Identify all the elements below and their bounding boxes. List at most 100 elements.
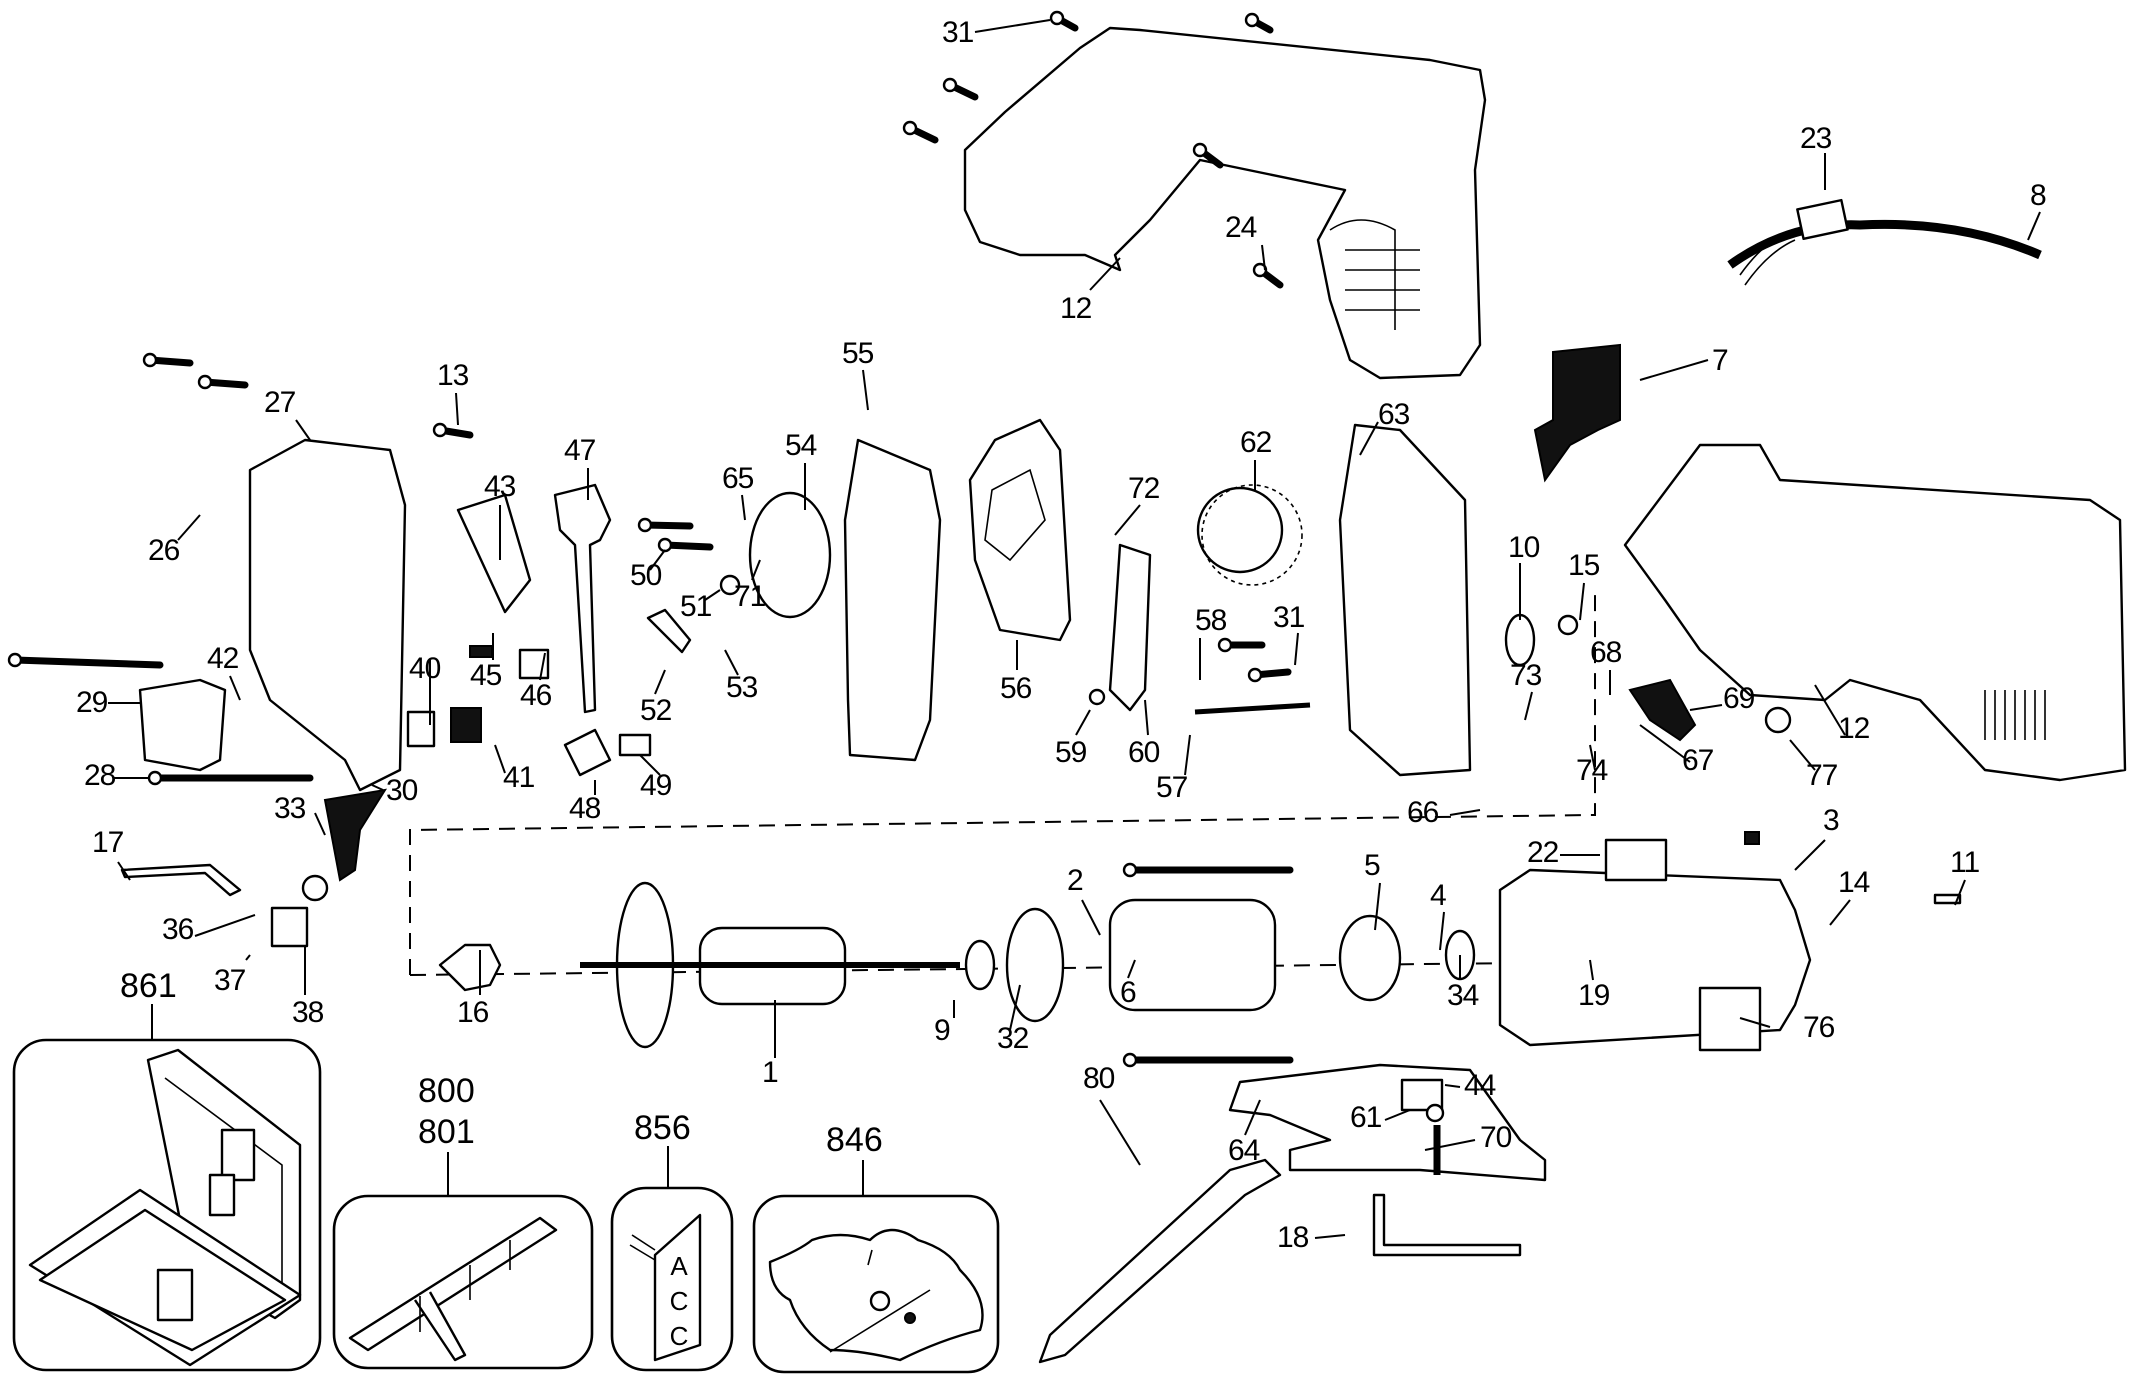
allen-key-18 <box>1372 1193 1522 1257</box>
part-label-70: 70 <box>1480 1121 1512 1154</box>
leader-line-59 <box>1075 709 1091 736</box>
pivot-69 <box>1628 678 1697 742</box>
front-cover <box>248 438 407 792</box>
part-label-72: 72 <box>1128 472 1160 505</box>
part-label-76: 76 <box>1803 1011 1835 1044</box>
nut-61 <box>1425 1103 1445 1123</box>
part-label-61: 61 <box>1350 1101 1382 1134</box>
screw-26-a-head <box>142 352 158 368</box>
clamp-44 <box>1400 1078 1444 1112</box>
leader-line-46 <box>539 652 546 681</box>
plate-41 <box>450 707 482 743</box>
part-label-55: 55 <box>842 337 874 370</box>
handle-housing-top <box>963 26 1487 380</box>
part-label-8: 8 <box>2030 179 2046 212</box>
part-label-22: 22 <box>1527 836 1559 869</box>
clip-48 <box>563 728 612 777</box>
gear-62 <box>1196 486 1284 574</box>
leader-line-70 <box>1424 1139 1476 1151</box>
screw-24-b-head <box>1252 262 1268 278</box>
label-22 <box>1604 838 1668 882</box>
part-label-68: 68 <box>1590 636 1622 669</box>
cord-protector <box>1796 198 1849 241</box>
part-label-53: 53 <box>726 671 758 704</box>
leader-line-44 <box>1444 1084 1461 1088</box>
part-label-15: 15 <box>1568 549 1600 582</box>
wrench-17 <box>120 863 242 897</box>
terminal-11 <box>1933 893 1962 905</box>
part-label-43: 43 <box>484 470 516 503</box>
roller-33 <box>323 788 388 882</box>
part-label-45: 45 <box>470 659 502 692</box>
leader-line-33 <box>314 812 326 836</box>
hardware-bag-icon <box>768 1228 984 1362</box>
part-label-13: 13 <box>437 359 469 392</box>
part-label-26: 26 <box>148 534 180 567</box>
screw-50-b <box>661 541 714 551</box>
gearcase-63 <box>1338 423 1472 777</box>
part-label-11: 11 <box>1950 846 1979 879</box>
leader-line-55 <box>862 369 869 411</box>
baffle-32 <box>1005 907 1065 1023</box>
part-label-80: 80 <box>1083 1062 1115 1095</box>
clip-49 <box>618 733 652 757</box>
handle-grip-ribs <box>1329 219 1420 330</box>
part-label-28: 28 <box>84 759 116 792</box>
part-label-66: 66 <box>1407 796 1439 829</box>
leader-line-53 <box>724 649 739 676</box>
part-label-63: 63 <box>1378 398 1410 431</box>
card-letter-c1: C <box>670 1286 689 1316</box>
leader-line-15 <box>1579 582 1585 621</box>
leader-line-19 <box>1589 959 1594 981</box>
part-label-58: 58 <box>1195 604 1227 637</box>
leader-line-12 <box>1089 257 1121 291</box>
part-label-64: 64 <box>1228 1134 1260 1167</box>
part-label-71: 71 <box>734 580 766 613</box>
leader-line-72 <box>1114 504 1141 536</box>
label-card-icon: A C C <box>629 1213 702 1362</box>
leader-line-42 <box>229 675 241 701</box>
part-label-67: 67 <box>1682 744 1714 777</box>
kit-label-846: 846 <box>826 1121 883 1159</box>
motor-housing <box>1623 443 2127 782</box>
part-label-7: 7 <box>1712 344 1728 377</box>
part-label-74: 74 <box>1576 754 1608 787</box>
leader-line-11 <box>1954 879 1966 906</box>
field-2 <box>1108 898 1277 1012</box>
kit-label-856: 856 <box>634 1109 691 1147</box>
power-cord <box>1727 219 2042 269</box>
kit-800-801: 800 801 <box>332 1072 594 1370</box>
part-label-5: 5 <box>1364 849 1380 882</box>
leader-line-4 <box>1439 911 1445 951</box>
part-label-52: 52 <box>640 694 672 727</box>
part-label-14: 14 <box>1838 866 1870 899</box>
spring-45 <box>469 645 493 658</box>
part-label-33: 33 <box>274 792 306 825</box>
washer-59 <box>1088 688 1106 706</box>
bearing-9 <box>964 939 996 991</box>
part-label-51: 51 <box>680 590 712 623</box>
part-label-9: 9 <box>934 1014 950 1047</box>
part-label-30: 30 <box>386 774 418 807</box>
label-76 <box>1698 986 1762 1052</box>
leader-line-80 <box>1099 1099 1141 1166</box>
part-label-3: 3 <box>1823 804 1839 837</box>
screw-24-a-head <box>1192 142 1208 158</box>
card-letter-c2: C <box>670 1321 689 1351</box>
part-label-73: 73 <box>1510 659 1542 692</box>
leader-line-31 <box>974 19 1051 33</box>
gear-62-teeth <box>1201 484 1303 586</box>
part-label-1: 1 <box>762 1056 778 1089</box>
part-label-2: 2 <box>1067 864 1083 897</box>
leader-line-26 <box>177 514 201 541</box>
blade-clamp-icon <box>348 1216 558 1362</box>
screw-26-b-head <box>197 374 213 390</box>
leader-line-30 <box>371 784 384 791</box>
part-label-31: 31 <box>1273 601 1305 634</box>
card-letter-a: A <box>670 1251 688 1281</box>
leader-line-31 <box>1294 632 1299 666</box>
parts-drawing <box>7 10 2127 1364</box>
screw-50-a <box>641 521 694 530</box>
part-label-27: 27 <box>264 386 296 419</box>
